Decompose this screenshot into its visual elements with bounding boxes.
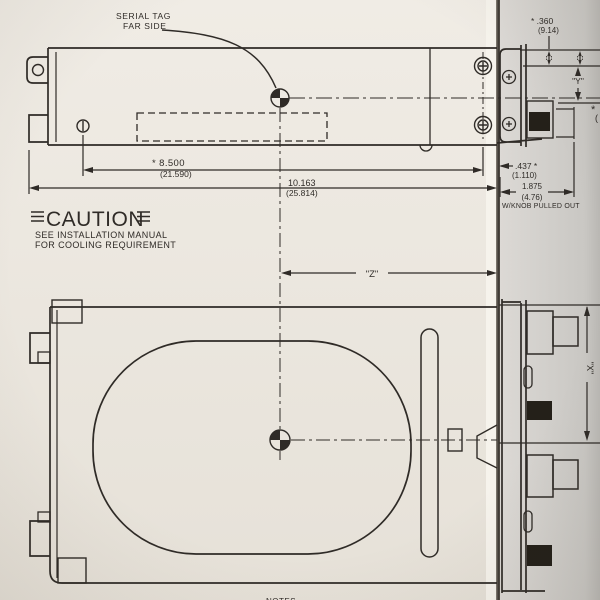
- installation-drawing: SERIAL TAG FAR SIDE * 8.500 (21.590) 10.…: [0, 0, 600, 600]
- photo-vignette: [0, 0, 600, 600]
- manual-page-photo: SERIAL TAG FAR SIDE * 8.500 (21.590) 10.…: [0, 0, 600, 600]
